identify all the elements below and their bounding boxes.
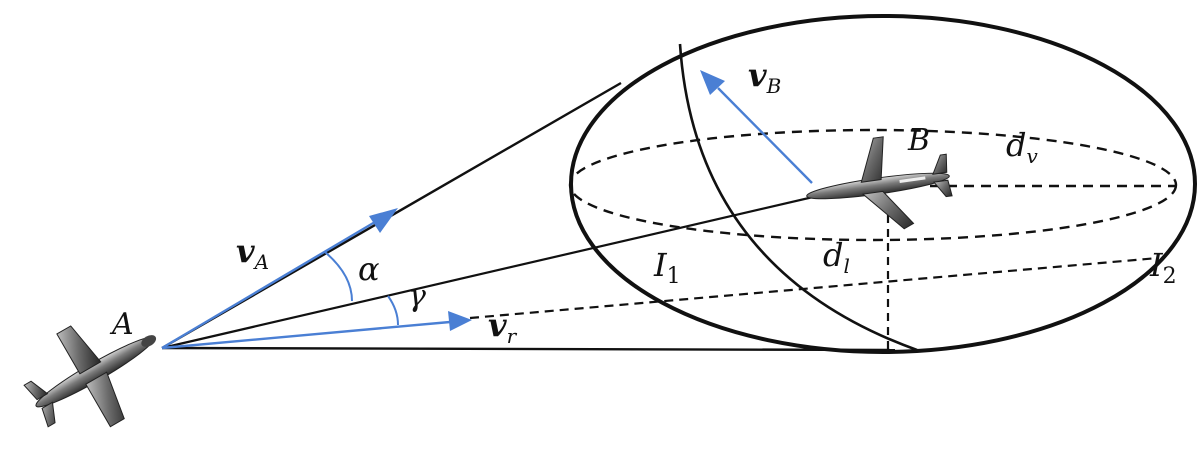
velocity-b-arrowhead xyxy=(700,70,725,95)
line-of-sight xyxy=(161,186,853,350)
velocity-b-label: vB xyxy=(748,56,781,98)
relative-velocity-dashed-line xyxy=(469,256,1159,320)
velocity-a-vector xyxy=(161,220,376,350)
aircraft-b-icon xyxy=(806,136,953,230)
meridian-curve xyxy=(678,43,918,352)
point-b-label: B xyxy=(907,123,930,158)
intersection-1-label: I1 xyxy=(653,246,681,289)
aircraft-a-icon xyxy=(23,325,157,428)
velocity-a-arrowhead xyxy=(369,208,398,233)
cone-lower-tangent xyxy=(161,346,896,352)
angle-gamma-arc xyxy=(387,295,399,326)
velocity-r-label: vr xyxy=(488,306,518,348)
velocity-a-label: vA xyxy=(236,232,269,274)
angle-gamma-label: γ xyxy=(408,279,426,314)
angle-alpha-label: α xyxy=(358,250,380,288)
intersection-2-label: I2 xyxy=(1149,246,1177,289)
velocity-r-arrowhead xyxy=(448,311,472,331)
velocity-b-vector xyxy=(717,87,813,184)
distance-v-label: dv xyxy=(1006,126,1038,168)
point-a-label: A xyxy=(109,307,134,342)
velocity-r-vector xyxy=(161,320,451,350)
distance-l-label: dl xyxy=(823,236,850,278)
angle-alpha-arc xyxy=(324,251,353,302)
